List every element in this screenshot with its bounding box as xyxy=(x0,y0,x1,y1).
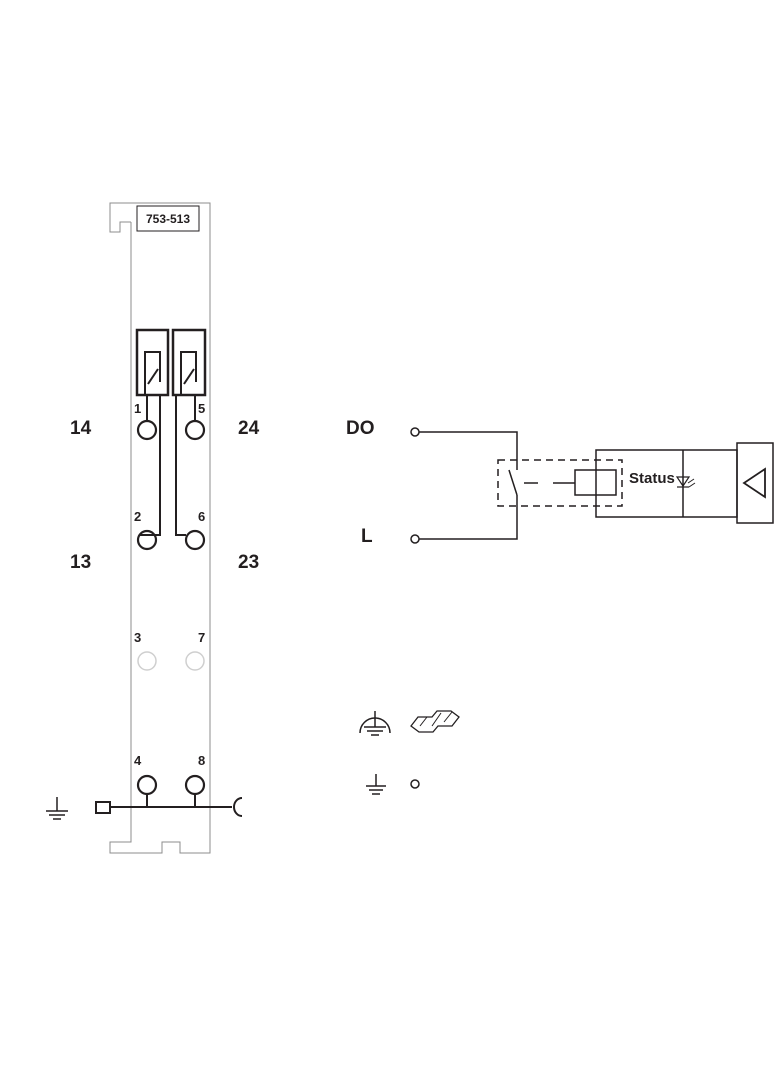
do-terminal[interactable] xyxy=(410,427,420,437)
output-schematic: DO L Status xyxy=(346,418,774,547)
ground-legend-icon xyxy=(366,774,386,795)
protective-earth-icon xyxy=(359,711,391,736)
legend xyxy=(359,710,460,795)
terminal-5[interactable] xyxy=(184,419,206,441)
l-label: L xyxy=(361,526,373,547)
terminal-points xyxy=(136,419,206,796)
terminal-2[interactable] xyxy=(136,529,158,551)
contact-labels: 14 24 13 23 xyxy=(70,418,260,573)
l-terminal[interactable] xyxy=(410,534,420,544)
label-24: 24 xyxy=(238,418,260,439)
label-13: 13 xyxy=(70,552,91,573)
part-number: 753-513 xyxy=(146,212,190,226)
din-rail-icon xyxy=(410,710,460,733)
relay-contacts xyxy=(135,328,207,397)
ground-bus xyxy=(95,794,243,817)
status-label: Status xyxy=(629,470,675,487)
terminal-number-2: 2 xyxy=(134,509,141,524)
led-icon xyxy=(675,476,696,488)
terminal-number-3: 3 xyxy=(134,630,141,645)
terminal-3[interactable] xyxy=(137,651,157,671)
internal-wiring xyxy=(140,395,196,536)
label-23: 23 xyxy=(238,552,259,573)
terminal-number-6: 6 xyxy=(198,509,205,524)
bus-hook xyxy=(233,797,243,817)
terminal-number-8: 8 xyxy=(198,753,205,768)
relay-dashed-box xyxy=(497,459,623,507)
terminal-number-4: 4 xyxy=(134,753,142,768)
terminal-numbers: 1 5 2 6 3 7 4 8 xyxy=(134,401,205,768)
terminal-6[interactable] xyxy=(184,529,206,551)
terminal-number-5: 5 xyxy=(198,401,205,416)
terminal-7[interactable] xyxy=(185,651,205,671)
bus-connector xyxy=(95,801,111,814)
terminal-number-1: 1 xyxy=(134,401,141,416)
ground-icon xyxy=(46,797,68,820)
part-number-box xyxy=(136,205,200,232)
terminal-4[interactable] xyxy=(136,774,158,796)
bus-box xyxy=(736,442,774,524)
do-label: DO xyxy=(346,418,375,439)
terminal-1[interactable] xyxy=(136,419,158,441)
open-terminal-icon xyxy=(410,779,420,789)
label-14: 14 xyxy=(70,418,92,439)
terminal-8[interactable] xyxy=(184,774,206,796)
triangle-icon xyxy=(742,467,766,499)
module-housing: 753-513 xyxy=(109,202,211,854)
terminal-number-7: 7 xyxy=(198,630,205,645)
